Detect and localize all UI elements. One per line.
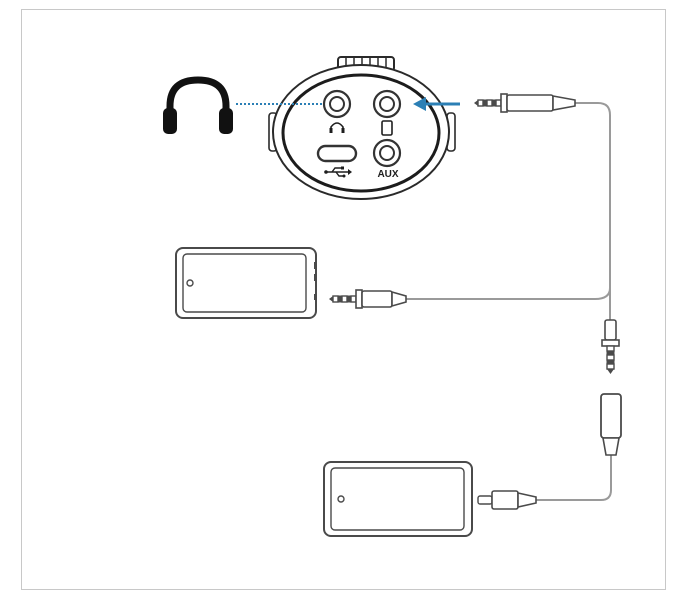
lightning-adapter xyxy=(600,393,622,456)
headphone-port-icon xyxy=(329,122,345,133)
phone-port xyxy=(372,89,402,119)
direction-arrow xyxy=(413,97,460,111)
headphones-icon xyxy=(163,76,233,134)
cable-top xyxy=(574,102,611,321)
phone-middle xyxy=(175,247,317,319)
usb-icon xyxy=(324,166,352,178)
splitter-jack xyxy=(601,319,620,374)
aux-label: AUX xyxy=(377,169,398,180)
lightning-plug xyxy=(477,490,537,510)
plug-top xyxy=(474,93,576,113)
headphone-port xyxy=(322,89,352,119)
phone-bottom xyxy=(323,461,473,537)
aux-port xyxy=(372,138,402,168)
cable-middle xyxy=(405,287,611,300)
plug-middle xyxy=(329,289,407,309)
cable-bottom xyxy=(535,454,612,501)
phone-port-icon xyxy=(381,120,393,136)
device-face xyxy=(281,73,441,193)
usb-c-port xyxy=(316,144,358,163)
audio-interface-device: AUX xyxy=(268,56,456,200)
cables xyxy=(405,102,612,501)
